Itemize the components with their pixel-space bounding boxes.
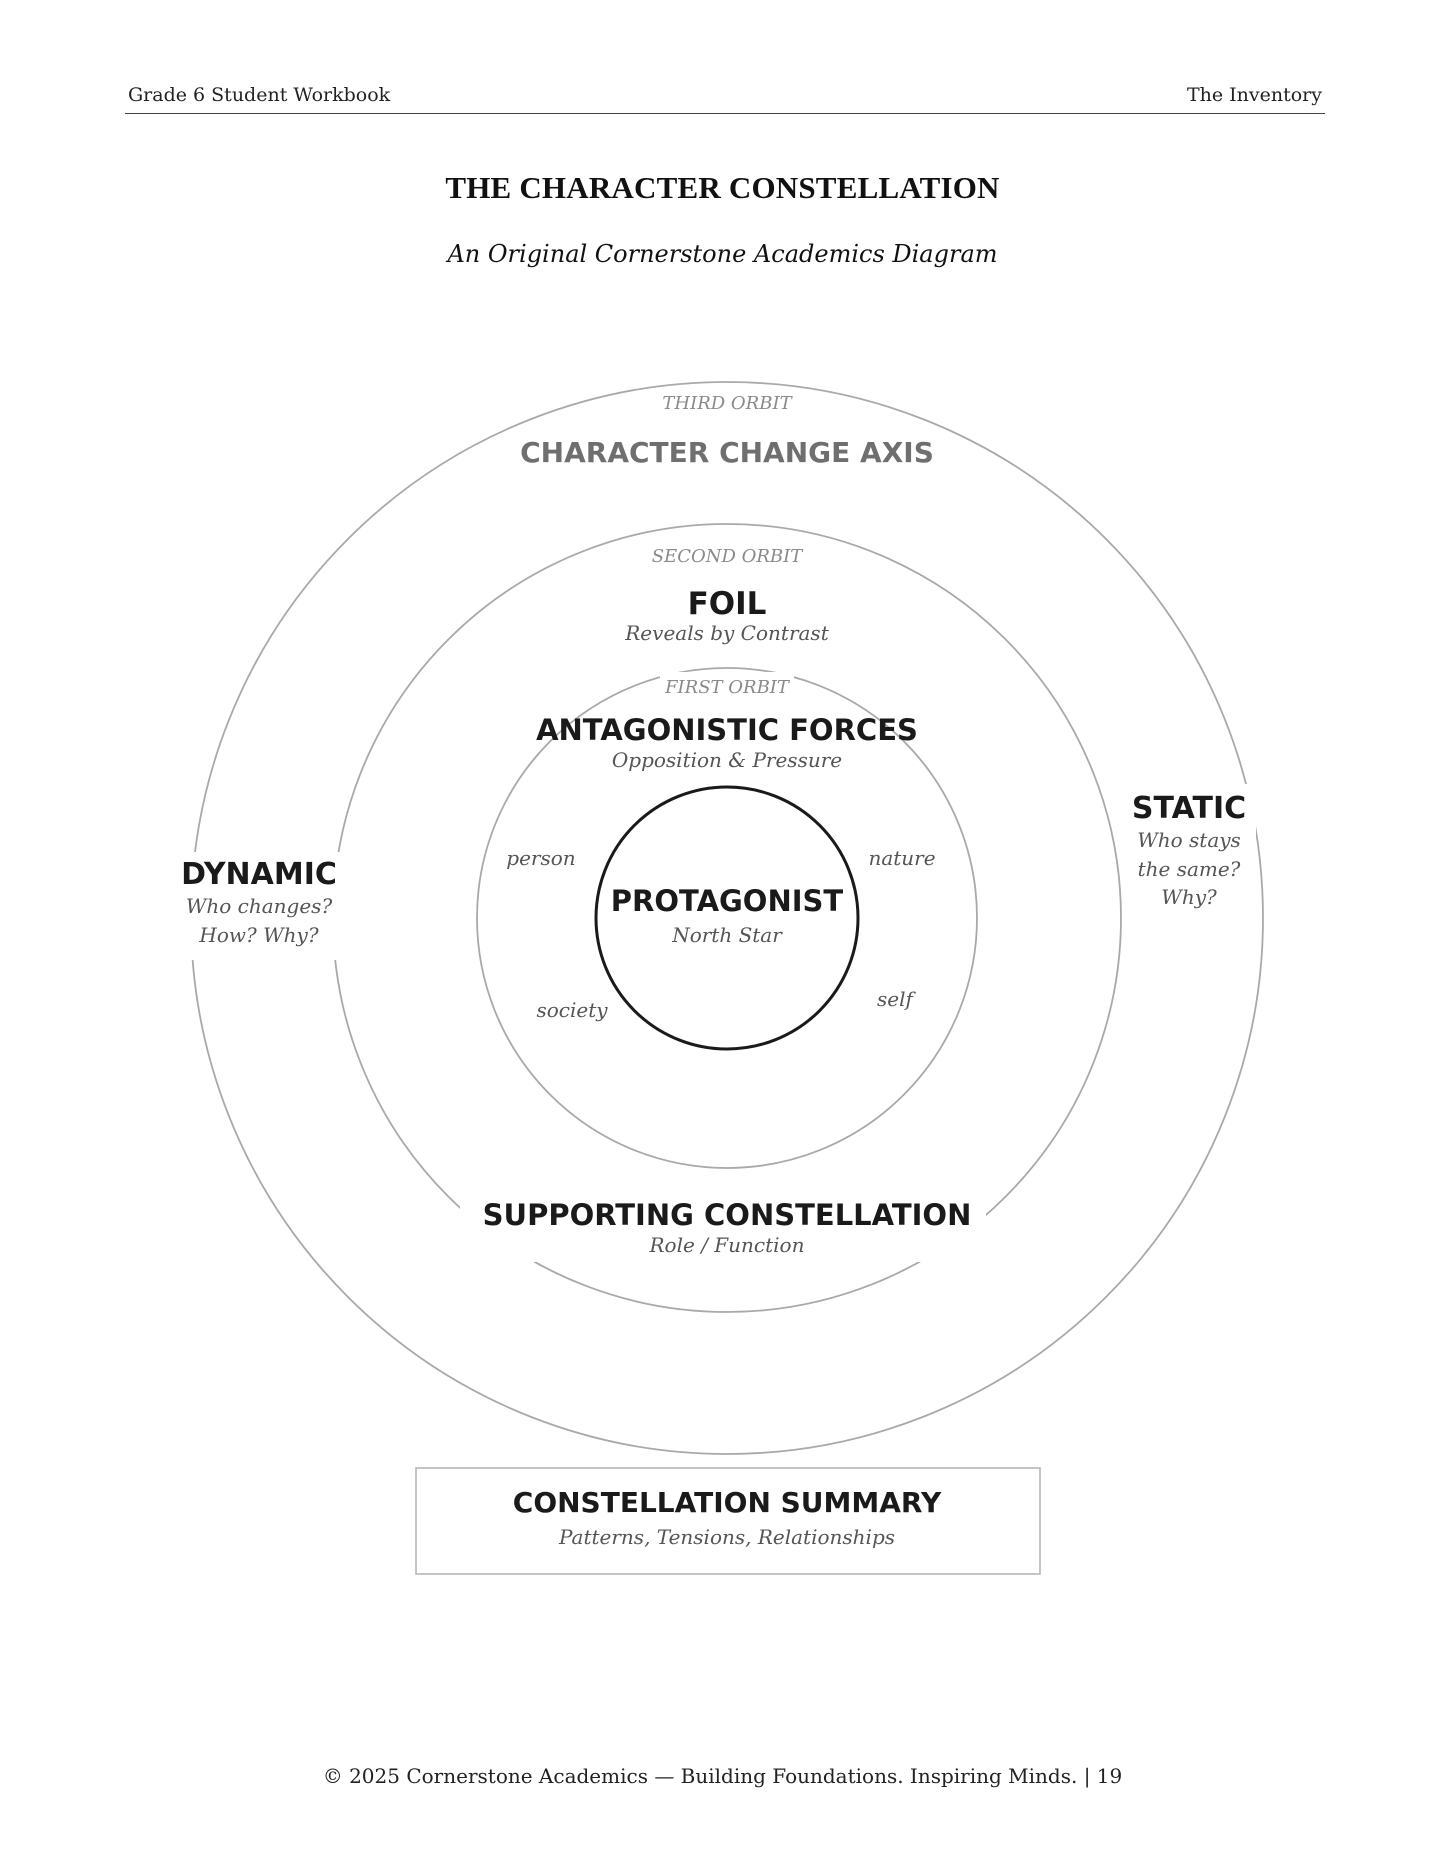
dynamic-question-1: Who changes? — [186, 894, 333, 918]
dynamic-title: DYNAMIC — [181, 857, 337, 892]
constellation-summary-box — [415, 1467, 1041, 1575]
foil-title: FOIL — [688, 586, 767, 622]
supporting-constellation-subtitle: Role / Function — [649, 1233, 805, 1257]
page-title: THE CHARACTER CONSTELLATION — [445, 170, 1000, 205]
static-question-3: Why? — [1161, 885, 1217, 909]
antagonistic-forces-subtitle: Opposition & Pressure — [612, 748, 842, 772]
force-person: person — [506, 846, 575, 870]
static-title: STATIC — [1132, 791, 1246, 826]
protagonist-ring — [594, 785, 860, 1051]
supporting-constellation-title: SUPPORTING CONSTELLATION — [483, 1198, 972, 1232]
dynamic-question-2: How? Why? — [198, 923, 318, 947]
supporting-label-mask — [460, 1190, 986, 1262]
force-self: self — [877, 987, 916, 1011]
header-workbook-name: Grade 6 Student Workbook — [128, 84, 391, 106]
foil-subtitle: Reveals by Contrast — [624, 621, 829, 645]
character-change-axis-title: CHARACTER CHANGE AXIS — [520, 436, 934, 469]
first-orbit-label: FIRST ORBIT — [664, 677, 791, 698]
third-orbit-label: THIRD ORBIT — [662, 393, 793, 414]
page-footer: © 2025 Cornerstone Academics — Building … — [322, 1764, 1123, 1788]
static-label-mask — [1124, 784, 1256, 918]
page-subtitle: An Original Cornerstone Academics Diagra… — [447, 240, 998, 268]
static-question-2: the same? — [1138, 857, 1241, 881]
constellation-summary-subtitle: Patterns, Tensions, Relationships — [558, 1525, 895, 1549]
force-society: society — [536, 998, 608, 1022]
page-header: Grade 6 Student Workbook The Inventory — [125, 84, 1325, 114]
header-section-name: The Inventory — [1186, 84, 1322, 106]
second-orbit-label: SECOND ORBIT — [652, 546, 805, 567]
protagonist-title: PROTAGONIST — [611, 884, 844, 918]
antagonistic-forces-title: ANTAGONISTIC FORCES — [536, 713, 918, 747]
constellation-summary-title: CONSTELLATION SUMMARY — [513, 1486, 942, 1519]
force-nature: nature — [868, 846, 935, 870]
first-orbit-ring — [476, 667, 978, 1169]
first-orbit-label-mask — [660, 672, 794, 702]
protagonist-subtitle: North Star — [671, 923, 783, 947]
static-question-1: Who stays — [1137, 828, 1241, 852]
dynamic-label-mask — [170, 852, 348, 960]
